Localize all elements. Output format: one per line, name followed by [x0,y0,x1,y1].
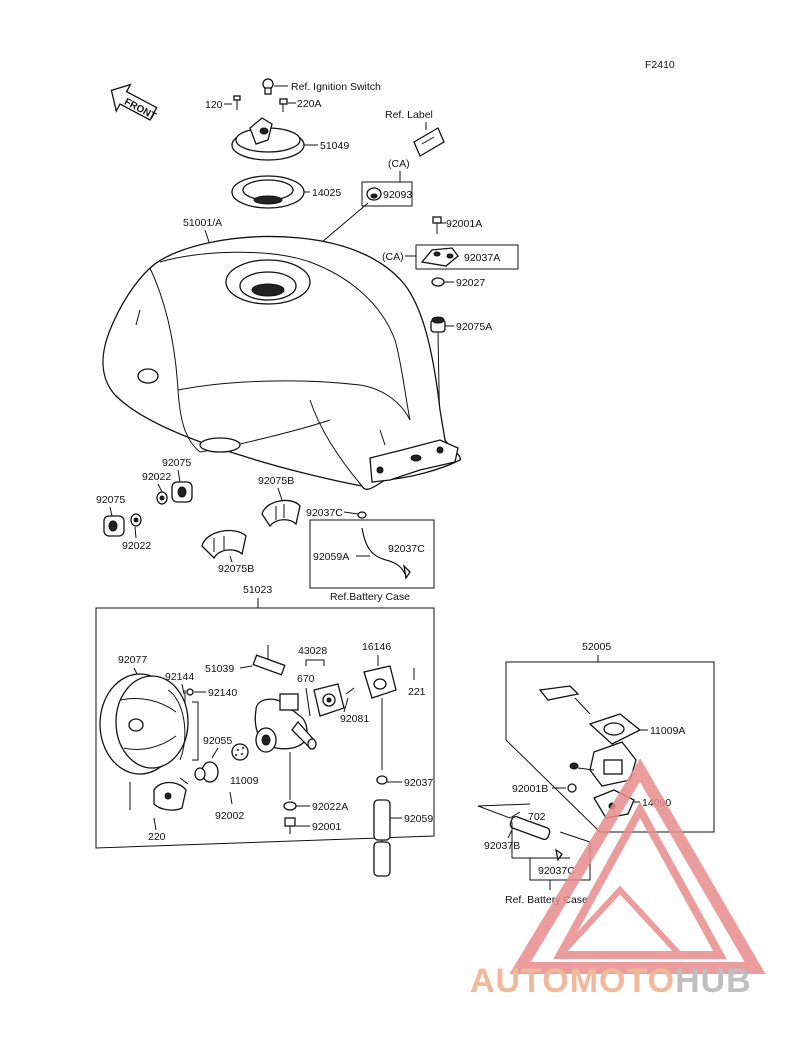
bolt-92001b-icon [567,783,577,793]
gasket-11009-icon [231,743,249,761]
callout-92037c-a: 92037C [306,507,343,519]
front-arrow-icon: FRONT [110,83,158,122]
watermark-text: AUTOMOTOHUB [470,962,752,1001]
callout-11009a: 11009A [650,725,685,737]
callout-92027: 92027 [456,277,485,289]
washer-92022a-icon [283,801,297,811]
grommet-92093-icon [366,187,382,201]
collar-92027-icon [431,277,445,287]
washer-92022-upper [156,491,168,505]
clamp-92037-icon [376,775,388,785]
callout-92037c-c: 92037C [538,865,575,877]
fuel-pump-body [569,741,637,787]
clip-92037c-icon [403,564,411,580]
callout-92075-lower: 92075 [96,494,125,506]
callout-92001b: 92001B [512,783,548,795]
figure-code: F2410 [645,59,675,71]
callout-92059a: 92059A [313,551,349,563]
callout-ca-top: (CA) [388,158,410,170]
callout-14025: 14025 [312,187,341,199]
fuel-cock-body-51039 [252,645,317,753]
breather-hose-92059a [361,527,406,575]
filter-cover-16146 [363,665,397,770]
screw-92002-icon [229,791,233,805]
washer-92022-lower [130,513,142,527]
pump-filter-11009a [588,713,642,745]
callout-220: 220 [148,831,166,843]
callout-120: 120 [205,99,223,111]
callout-51023: 51023 [243,584,272,596]
callout-92001: 92001 [312,821,341,833]
callout-ref-label: Ref. Label [385,109,433,121]
fuel-tank-51001a [102,235,461,491]
watermark-logo [509,758,766,974]
callout-92075b-upper: 92075B [258,475,294,487]
callout-92001a: 92001A [446,218,482,230]
callout-92093: 92093 [383,189,412,201]
callout-92022-upper: 92022 [142,471,171,483]
label-plate-icon [413,127,445,157]
bracket-92075b-upper [261,499,301,528]
callout-92037: 92037 [404,777,433,789]
ball-92140-icon [186,688,194,696]
callout-ref-battery-2: Ref. Battery Case [505,894,588,906]
diaphragm-43028 [313,683,345,717]
callout-92022a: 92022A [312,801,348,813]
bracket-92037a-icon [420,247,459,267]
plunger-92055-icon [194,761,219,783]
callout-ref-ignition: Ref. Ignition Switch [291,81,381,93]
ignition-bolt-icon [262,78,274,95]
callout-92075b-lower: 92075B [218,563,254,575]
bracket-92075b-lower [201,529,247,560]
pump-bracket-icon [538,685,591,715]
fuel-hose-92059 [373,799,391,877]
callout-92059: 92059 [404,813,433,825]
clip-92037c-2-icon [555,848,563,862]
tank-cap-51049 [231,117,305,161]
rubber-damper-92075-upper [171,481,193,503]
clamp-92037c-icon [357,511,367,519]
callout-ref-battery-1: Ref.Battery Case [330,591,410,603]
callout-52005: 52005 [582,641,611,653]
callout-51049: 51049 [320,140,349,152]
screw-92081-icon [345,687,355,695]
bolt-92001-icon [284,817,296,834]
callout-92037a: 92037A [464,252,500,264]
rubber-damper-92075-lower [103,515,125,537]
screw-220a-icon [279,98,288,112]
screw-220-icon [153,817,157,831]
damper-92075a-icon [430,316,446,333]
callout-92144: 92144 [165,671,194,683]
pump-hose-702 [509,815,551,841]
watermark-part-b: HUB [675,962,752,1000]
callout-92140: 92140 [208,687,237,699]
callout-ca-mid: (CA) [382,251,404,263]
callout-11009: 11009 [230,775,259,787]
callout-16146: 16146 [362,641,391,653]
callout-92037b: 92037B [484,840,520,852]
callout-92022-lower: 92022 [122,540,151,552]
bolt-120-icon [233,95,241,110]
callout-92002: 92002 [215,810,244,822]
callout-221: 221 [408,686,426,698]
callout-43028: 43028 [298,645,327,657]
callout-92077: 92077 [118,654,147,666]
callout-702: 702 [528,811,546,823]
callout-51001a: 51001/A [183,217,222,229]
callout-51039: 51039 [205,663,234,675]
callout-92081: 92081 [340,713,369,725]
callout-92055: 92055 [203,735,232,747]
callout-92037c-b: 92037C [388,543,425,555]
callout-220a: 220A [297,98,322,110]
watermark-part-a: AUTOMOTO [470,962,676,1000]
cap-gasket-14025 [231,175,305,209]
fuel-cock-lever-92077 [99,673,189,775]
callout-670: 670 [297,673,315,685]
callout-92075a: 92075A [456,321,492,333]
callout-92075-upper: 92075 [162,457,191,469]
o-ring-670-icon [305,687,311,717]
bolt-92001a-icon [432,216,442,234]
bracket-plate-icon [153,777,189,811]
